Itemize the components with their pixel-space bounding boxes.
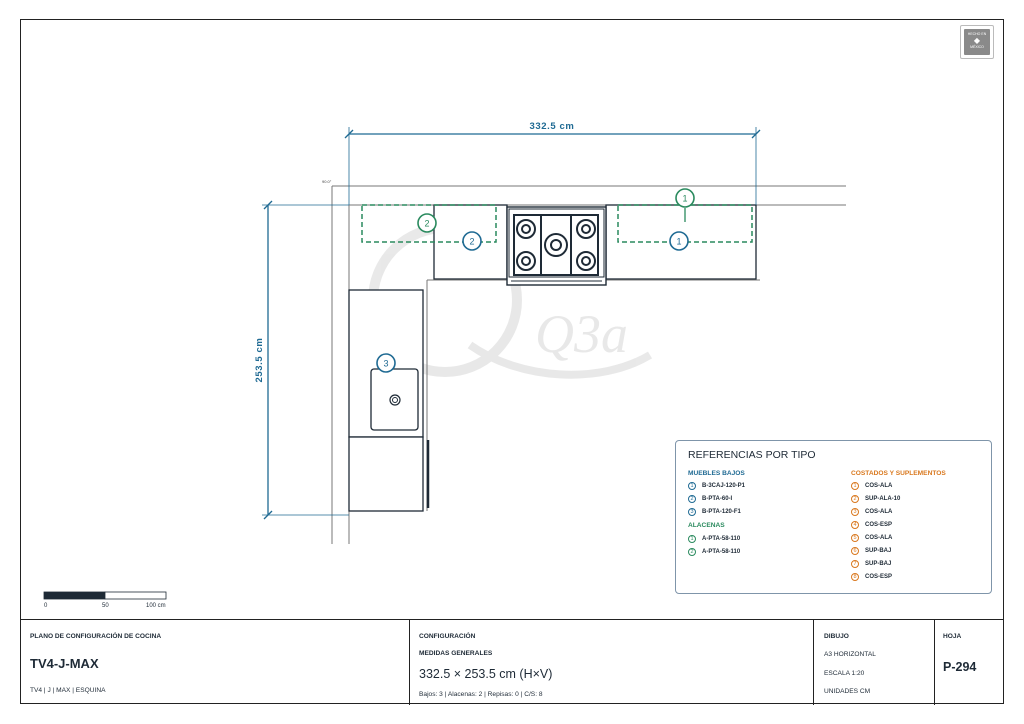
legend-alacenas-title: ALACENAS	[688, 522, 725, 529]
corner-cabinet	[348, 436, 424, 512]
badge-mark-icon: ◆	[973, 36, 981, 45]
height-label: 253.5 cm	[254, 338, 265, 383]
svg-text:3: 3	[383, 359, 388, 369]
config-label: CONFIGURACIÓN	[419, 633, 476, 640]
stove	[506, 206, 607, 286]
title-block: PLANO DE CONFIGURACIÓN DE COCINA TV4-J-M…	[20, 619, 1004, 705]
marker-alacena-2: 2	[417, 213, 437, 233]
scale-tick-50: 50	[102, 603, 109, 609]
svg-text:2: 2	[424, 219, 429, 229]
badge-line1: HECHO EN	[967, 32, 987, 36]
made-in-mexico-badge: HECHO EN ◆ MÉXICO	[960, 25, 994, 59]
measures-value: 332.5 × 253.5 cm (H×V)	[419, 667, 553, 681]
scale-bar: 0 50 100 cm	[43, 591, 167, 609]
marker-bajo-2: 2	[462, 231, 482, 251]
sink	[370, 368, 419, 431]
drawing-sheet	[20, 19, 1004, 704]
scale-tick-100: 100 cm	[146, 603, 166, 609]
model-name: TV4-J-MAX	[30, 656, 99, 671]
legend-bajos-title: MUEBLES BAJOS	[688, 470, 745, 477]
marker-alacena-1: 1	[675, 188, 695, 208]
legend-title: REFERENCIAS POR TIPO	[688, 449, 816, 461]
counts: Bajos: 3 | Alacenas: 2 | Repisas: 0 | C/…	[419, 691, 543, 698]
width-label: 332.5 cm	[530, 121, 575, 132]
badge-line2: MÉXICO	[970, 45, 984, 49]
format: A3 HORIZONTAL	[824, 651, 876, 658]
wall-cabinet-2	[361, 204, 497, 243]
watermark-text: Q3a	[535, 304, 628, 364]
plan-label: PLANO DE CONFIGURACIÓN DE COCINA	[30, 633, 162, 640]
marker-bajo-3: 3	[376, 353, 396, 373]
scale: ESCALA 1:20	[824, 670, 865, 677]
svg-text:2: 2	[469, 237, 474, 247]
dimension-width: 332.5 cm	[344, 121, 761, 205]
angle-label: 90.0°	[322, 179, 332, 184]
sheet-number: P-294	[943, 660, 977, 674]
units: UNIDADES CM	[824, 688, 871, 695]
legend-costados-title: COSTADOS Y SUPLEMENTOS	[851, 470, 946, 477]
measures-label: MEDIDAS GENERALES	[419, 650, 493, 657]
sheet-label: HOJA	[943, 633, 962, 640]
scale-tick-0: 0	[44, 603, 48, 609]
svg-text:1: 1	[682, 194, 687, 204]
model-sub: TV4 | J | MAX | ESQUINA	[30, 687, 106, 694]
marker-bajo-1: 1	[669, 231, 689, 251]
svg-text:1: 1	[676, 237, 681, 247]
drawing-label: DIBUJO	[824, 633, 849, 640]
dimension-height: 253.5 cm	[254, 200, 349, 520]
markers: 1 2 2 1 3	[376, 188, 695, 373]
